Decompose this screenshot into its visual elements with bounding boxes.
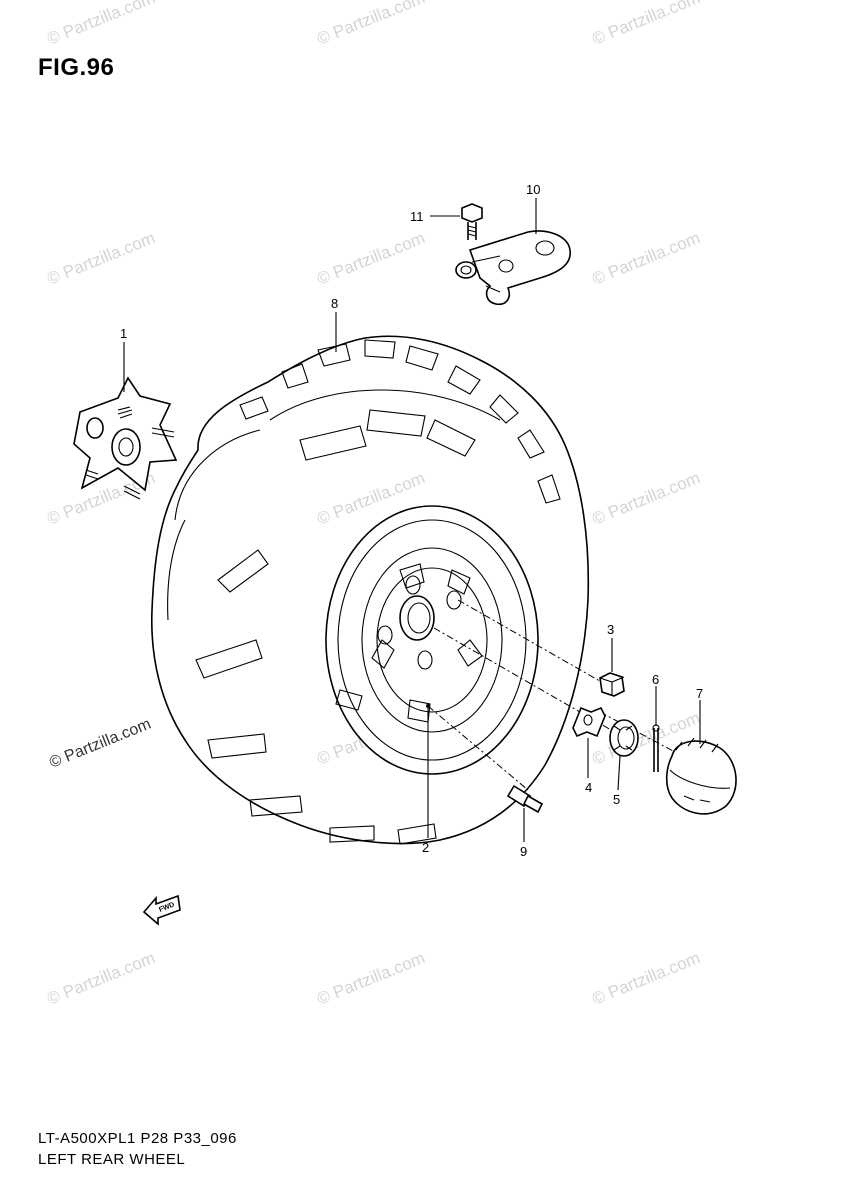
watermark: © Partzilla.com	[589, 228, 702, 289]
valve-stem-part-9	[506, 784, 544, 814]
watermark-grid: © Partzilla.com © Partzilla.com © Partzi…	[44, 0, 702, 1009]
castle-nut-part-5	[609, 719, 639, 757]
watermark: © Partzilla.com	[314, 0, 427, 49]
watermark: © Partzilla.com	[589, 948, 702, 1009]
callout-8: 8	[331, 296, 338, 311]
leader-lines	[123, 198, 701, 842]
figure-code: LT-A500XPL1 P28 P33_096	[38, 1130, 237, 1147]
callout-7: 7	[696, 686, 703, 701]
forward-arrow-icon: FWD	[142, 894, 181, 926]
tire-part-8	[150, 335, 590, 845]
washer-plate-part-4	[572, 706, 606, 738]
nut-part-3	[599, 672, 625, 697]
wheel-hub-part-1	[73, 376, 178, 500]
callout-10: 10	[526, 182, 540, 197]
watermark: © Partzilla.com	[44, 0, 157, 49]
bolt-part-11	[455, 203, 483, 279]
cotter-pin-part-6	[652, 724, 660, 772]
callout-11: 11	[410, 209, 424, 224]
watermark: © Partzilla.com	[314, 948, 427, 1009]
watermark-dark: © Partzilla.com	[47, 716, 153, 772]
figure-footer: LT-A500XPL1 P28 P33_096 LEFT REAR WHEEL	[38, 1128, 237, 1170]
hub-cap-part-7	[665, 737, 737, 815]
callout-9: 9	[520, 844, 527, 859]
watermark: © Partzilla.com	[44, 948, 157, 1009]
callout-1: 1	[120, 326, 127, 341]
figure-title: FIG.96	[38, 54, 115, 81]
callout-5: 5	[613, 792, 620, 807]
callout-6: 6	[652, 672, 659, 687]
rim-part-2	[325, 505, 539, 775]
watermark: © Partzilla.com	[589, 468, 702, 529]
watermark: © Partzilla.com	[589, 0, 702, 49]
callout-labels: 1 2 3 4 5 6 7 8 9 10 11	[120, 182, 703, 859]
callout-3: 3	[607, 622, 614, 637]
watermark: © Partzilla.com	[44, 228, 157, 289]
callout-2: 2	[422, 840, 429, 855]
figure-caption: LEFT REAR WHEEL	[38, 1151, 186, 1168]
watermark: © Partzilla.com	[314, 228, 427, 289]
callout-4: 4	[585, 780, 592, 795]
bracket-part-10	[468, 230, 571, 306]
